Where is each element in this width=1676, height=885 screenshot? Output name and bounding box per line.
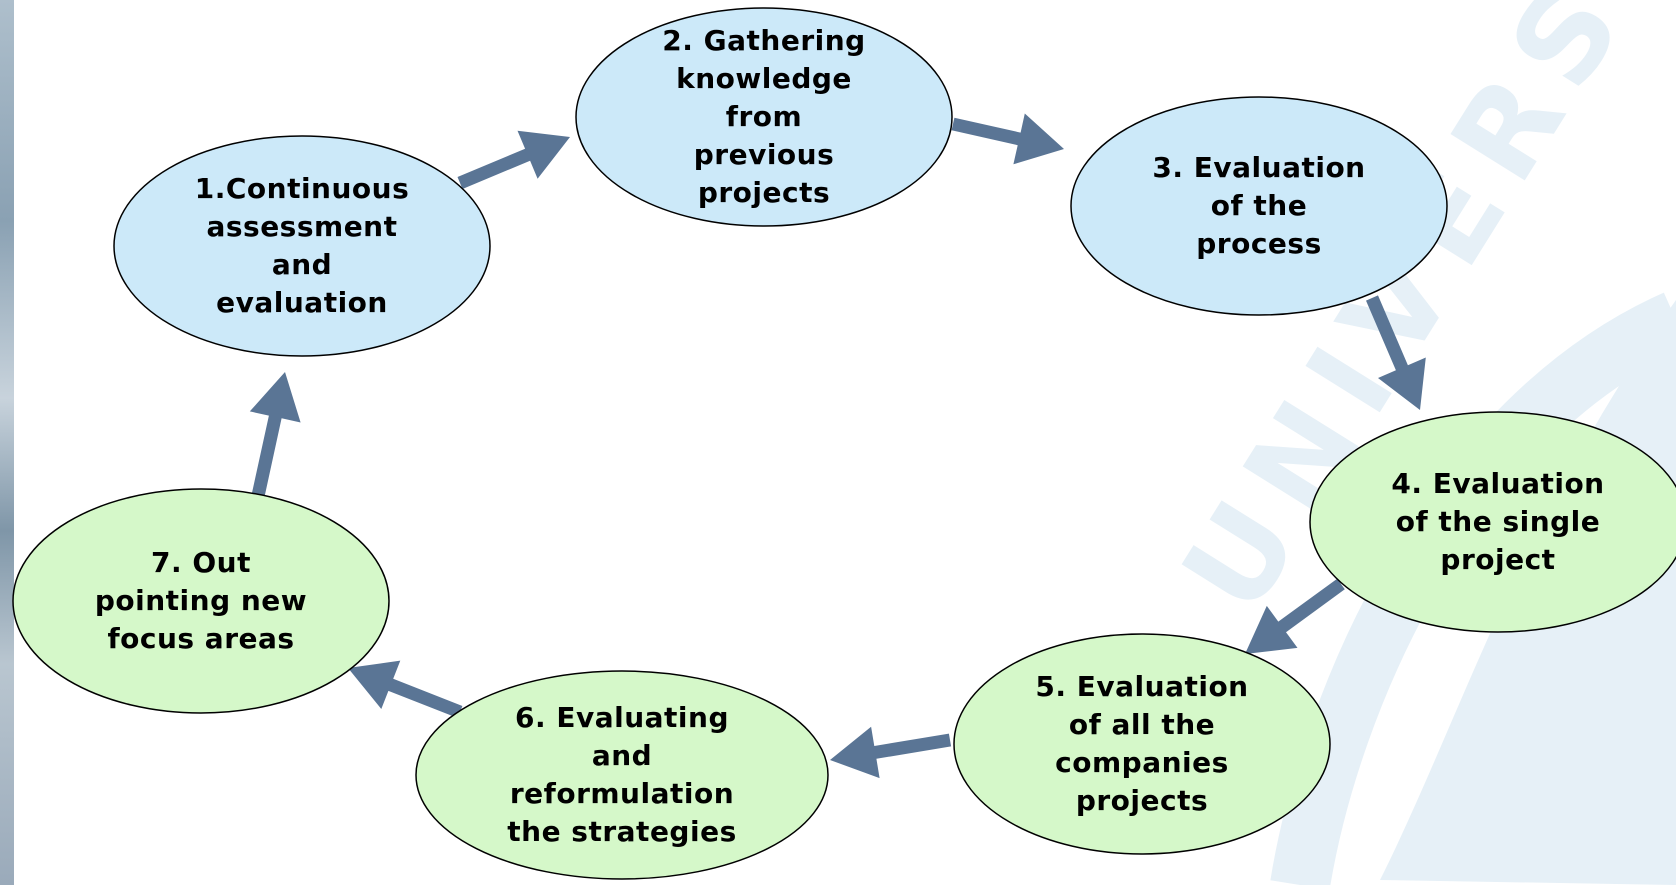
step-label-line: projects <box>697 176 831 209</box>
step-label-line: from <box>725 100 803 133</box>
arrow-n3-to-n4 <box>1366 295 1426 410</box>
step-label-line: pointing new <box>94 584 308 617</box>
step-label-line: 4. Evaluation <box>1391 467 1605 500</box>
arrow-n2-to-n3 <box>951 113 1064 165</box>
step-label-1: 1.Continuous assessment and evaluation <box>114 136 490 356</box>
step-label-line: focus areas <box>107 622 295 655</box>
step-label-line: of all the <box>1068 708 1216 741</box>
step-label-line: 6. Evaluating <box>514 701 730 734</box>
step-label-line: 3. Evaluation <box>1152 151 1366 184</box>
arrow-n5-to-n6 <box>830 726 952 779</box>
step-label-2: 2. Gathering knowledge from previous project… <box>576 8 952 226</box>
step-label-line: 7. Out <box>151 546 251 579</box>
step-label-line: projects <box>1075 784 1209 817</box>
step-label-line: of the <box>1210 189 1308 222</box>
nodes-layer <box>12 7 1676 880</box>
step-label-7: 7. Out pointing new focus areas <box>13 489 389 713</box>
step-label-line: 1.Continuous <box>194 172 410 205</box>
step-node-1 <box>113 135 491 357</box>
step-label-line: assessment <box>206 210 398 243</box>
step-label-line: and <box>271 248 333 281</box>
step-label-line: previous <box>693 138 835 171</box>
step-label-line: knowledge <box>676 62 852 95</box>
step-label-3: 3. Evaluation of the process <box>1071 97 1447 315</box>
arrow-n4-to-n5 <box>1245 578 1345 654</box>
step-node-2 <box>575 7 953 227</box>
arrow-n1-to-n2 <box>457 130 570 189</box>
step-label-line: process <box>1196 227 1322 260</box>
arrows-layer <box>249 113 1426 779</box>
step-label-6: 6. Evaluating and reformulation the strateg… <box>416 671 828 879</box>
step-node-3 <box>1070 96 1448 316</box>
step-label-line: evaluation <box>216 286 388 319</box>
step-label-line: companies <box>1055 746 1229 779</box>
step-node-7 <box>12 488 390 714</box>
step-node-6 <box>415 670 829 880</box>
step-label-5: 5. Evaluation of all the companies projects <box>954 634 1330 854</box>
step-label-line: 2. Gathering <box>662 24 866 57</box>
step-label-line: and <box>591 739 653 772</box>
step-label-4: 4. Evaluation of the single project <box>1310 412 1676 632</box>
step-label-line: project <box>1440 543 1556 576</box>
step-node-5 <box>953 633 1331 855</box>
arrow-n6-to-n7 <box>348 660 463 718</box>
arrow-n7-to-n1 <box>249 372 301 498</box>
step-label-line: 5. Evaluation <box>1035 670 1249 703</box>
step-node-4 <box>1309 411 1676 633</box>
step-label-line: the strategies <box>507 815 737 848</box>
background-photo-strip <box>0 0 14 885</box>
step-label-line: reformulation <box>509 777 735 810</box>
step-label-line: of the single <box>1395 505 1601 538</box>
